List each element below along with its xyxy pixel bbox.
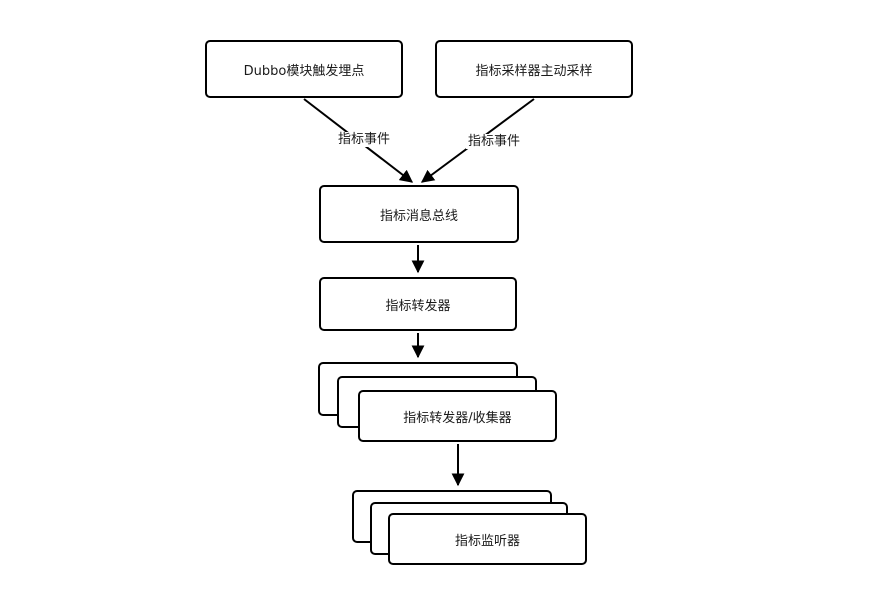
edge-label-metric-event-left: 指标事件 <box>336 132 393 147</box>
node-metrics-forwarder: 指标转发器 <box>319 277 517 331</box>
node-metrics-message-bus: 指标消息总线 <box>319 185 519 243</box>
edge-label-metric-event-right: 指标事件 <box>466 134 523 149</box>
node-metric-sampler: 指标采样器主动采样 <box>435 40 633 98</box>
node-metrics-forwarder-collector: 指标转发器/收集器 <box>358 390 557 442</box>
node-dubbo-trigger: Dubbo模块触发埋点 <box>205 40 403 98</box>
node-metrics-listener: 指标监听器 <box>388 513 587 565</box>
